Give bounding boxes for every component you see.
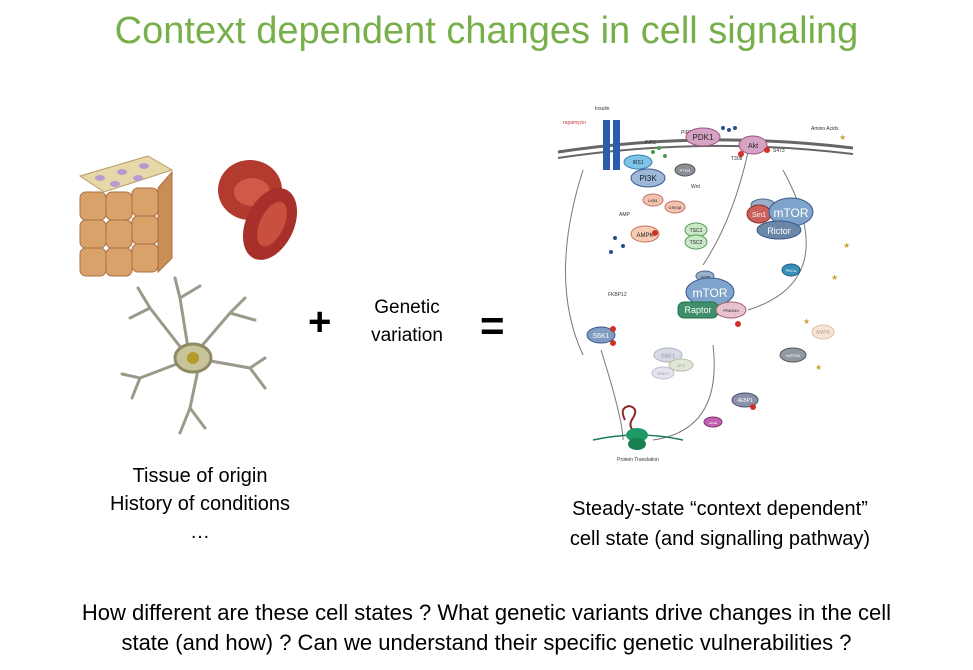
t308-label: T308: [731, 156, 743, 162]
steady-line-1: Steady-state “context dependent”: [572, 498, 868, 520]
4ebp1-faded-label: 4EBP1: [657, 371, 670, 376]
pras40-label: PRAS40: [723, 308, 739, 313]
hvps34-label: hVPS34: [786, 353, 801, 358]
ampk-label: AMPK: [636, 233, 653, 239]
tissue-line-2: History of conditions: [109, 493, 291, 515]
genetic-line-2: variation: [371, 325, 443, 346]
amino-acid-star: ★: [803, 317, 810, 326]
tissue-line-3: …: [190, 521, 210, 543]
tissue-line-1: Tissue of origin: [132, 465, 268, 487]
question-line-1: How different are these cell states ? Wh…: [81, 600, 892, 625]
lkb1-label: LKB1: [648, 198, 659, 203]
amp-label: AMP: [619, 212, 631, 218]
mlst8-label: mLST8: [700, 275, 710, 279]
s473-label: S473: [773, 148, 785, 154]
equals-sign: =: [480, 302, 505, 349]
pip2-label: PIP2: [645, 140, 656, 146]
question-line-2: state (and how) ? Can we understand thei…: [121, 630, 852, 655]
genetic-line-1: Genetic: [374, 297, 440, 318]
akt-label: Akt: [748, 143, 758, 150]
s6k1-label: S6K1: [592, 333, 609, 340]
amino-acids-label: Amino Acids: [811, 126, 839, 132]
eif3-faded-label: eIF3: [677, 363, 686, 368]
sin1-label: Sin1: [752, 212, 766, 219]
tissue-caption: Tissue of origin History of conditions …: [70, 462, 330, 546]
raptor-label: Raptor: [684, 305, 711, 315]
s6k1-faded-label: S6K1: [661, 354, 676, 360]
steady-line-2: cell state (and signalling pathway): [569, 528, 871, 550]
pkc-label: PKCα: [786, 268, 797, 273]
tsc2-label: TSC2: [690, 240, 703, 246]
cell-types-illustration: [62, 150, 298, 435]
4ebp1-label: 4EBP1: [737, 398, 753, 404]
eif4e-label: eIF4E: [709, 421, 717, 425]
neuron-illustration: [120, 276, 267, 435]
tsc1-label: TSC1: [690, 228, 703, 234]
protein-translation-label: Protein Translation: [617, 457, 659, 463]
slide-title: Context dependent changes in cell signal…: [114, 10, 859, 52]
amino-acid-star: ★: [831, 273, 838, 282]
ampk-faded-label: AMPK: [816, 330, 831, 336]
wnt-label: Wnt: [691, 184, 701, 190]
pip3-label: PIP3: [681, 130, 692, 136]
mtorc1-label: mTOR: [692, 286, 727, 300]
amino-acid-star: ★: [843, 241, 850, 250]
mtor-pathway-diagram: Insulin rapamycin Amino Acids PIP2 PIP3 …: [553, 100, 855, 472]
rapamycin-label: rapamycin: [563, 120, 586, 126]
red-blood-cells-illustration: [218, 160, 298, 260]
gsk3b-label: GSK3β: [669, 205, 683, 210]
insulin-label: Insulin: [595, 106, 610, 112]
pi3k-label: PI3K: [639, 174, 657, 183]
mtorc2-label: mTOR: [773, 206, 808, 220]
pdk1-label: PDK1: [693, 133, 714, 142]
amino-acid-star: ★: [839, 133, 846, 142]
steady-state-caption: Steady-state “context dependent” cell st…: [520, 494, 920, 554]
pten-label: PTEN: [680, 168, 691, 173]
plus-sign: +: [308, 300, 332, 344]
question-text: How different are these cell states ? Wh…: [0, 598, 973, 658]
rictor-label: Rictor: [767, 226, 791, 236]
epithelial-cells-illustration: [62, 150, 174, 290]
genetic-variation-label: Genetic variation: [352, 294, 462, 350]
irs1-label: IRS1: [632, 160, 643, 166]
fkbp12-label: FKBP12: [608, 292, 627, 298]
amino-acid-star: ★: [815, 363, 822, 372]
